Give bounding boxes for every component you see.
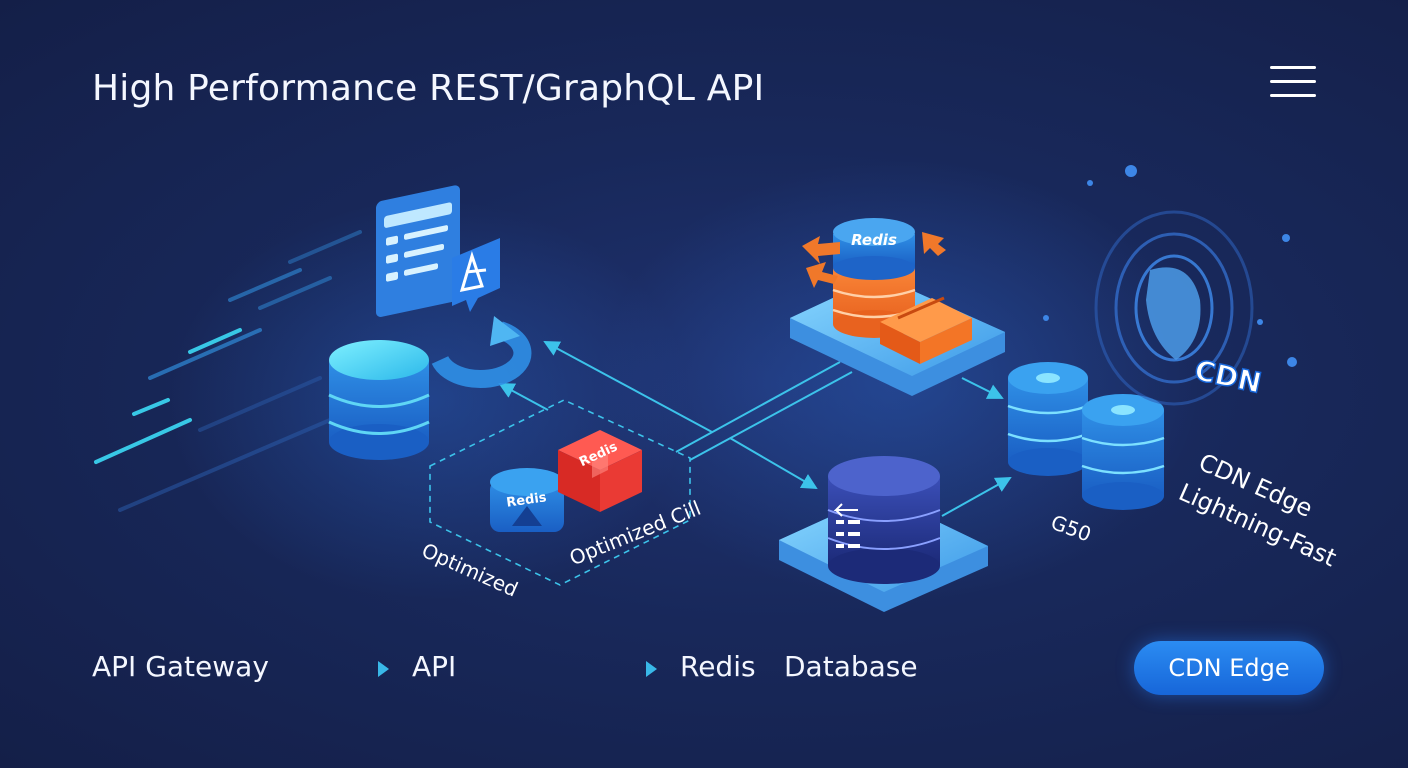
arrow-to-database [729,437,818,490]
page-title: High Performance REST/GraphQL API [92,68,765,109]
sync-icon [431,316,532,389]
redis-cache-platform [790,218,1005,396]
play-arrow-icon [378,661,389,677]
arrow-to-cdn-servers [961,377,1004,399]
document-icon [376,185,460,317]
hamburger-menu-icon[interactable] [1268,64,1318,100]
cdn-globe-icon [1094,210,1254,406]
orange-arrows-icon [802,232,946,288]
line-to-redis-platform-2 [689,371,853,461]
arrow-to-gateway [543,341,713,433]
redis-stack-icon [832,218,916,338]
cdn-server-stack-back [1007,362,1089,476]
cdn-server-stack-front [1081,394,1165,510]
cache-zone-outline [429,399,691,586]
legend-api: API [412,650,457,683]
cdn-edge-button[interactable]: CDN Edge [1134,641,1324,695]
main-database-icon [827,456,941,584]
redis-top-label: Redis [851,231,897,249]
graphql-badge-icon [452,238,500,312]
arrow-db-to-cdn [941,477,1012,517]
legend-database: Database [784,650,918,683]
redis-red-box-icon [558,430,642,512]
redis-small-label: Redis [506,490,548,511]
orange-block-icon [880,296,972,364]
play-arrow-icon [646,661,657,677]
cdn-logo-text: CDN [1192,354,1265,400]
arrow-cache-to-gateway [498,383,549,411]
line-to-redis-platform [675,361,841,453]
speed-streaks [94,230,362,512]
legend-redis: Redis [680,650,756,683]
legend-api-gateway: API Gateway [92,650,269,683]
particle-dots [1043,165,1297,367]
api-gateway-database-icon [328,340,430,460]
database-platform [779,456,988,612]
connection-lines [498,341,1012,517]
redis-blue-cube-icon [490,468,564,532]
